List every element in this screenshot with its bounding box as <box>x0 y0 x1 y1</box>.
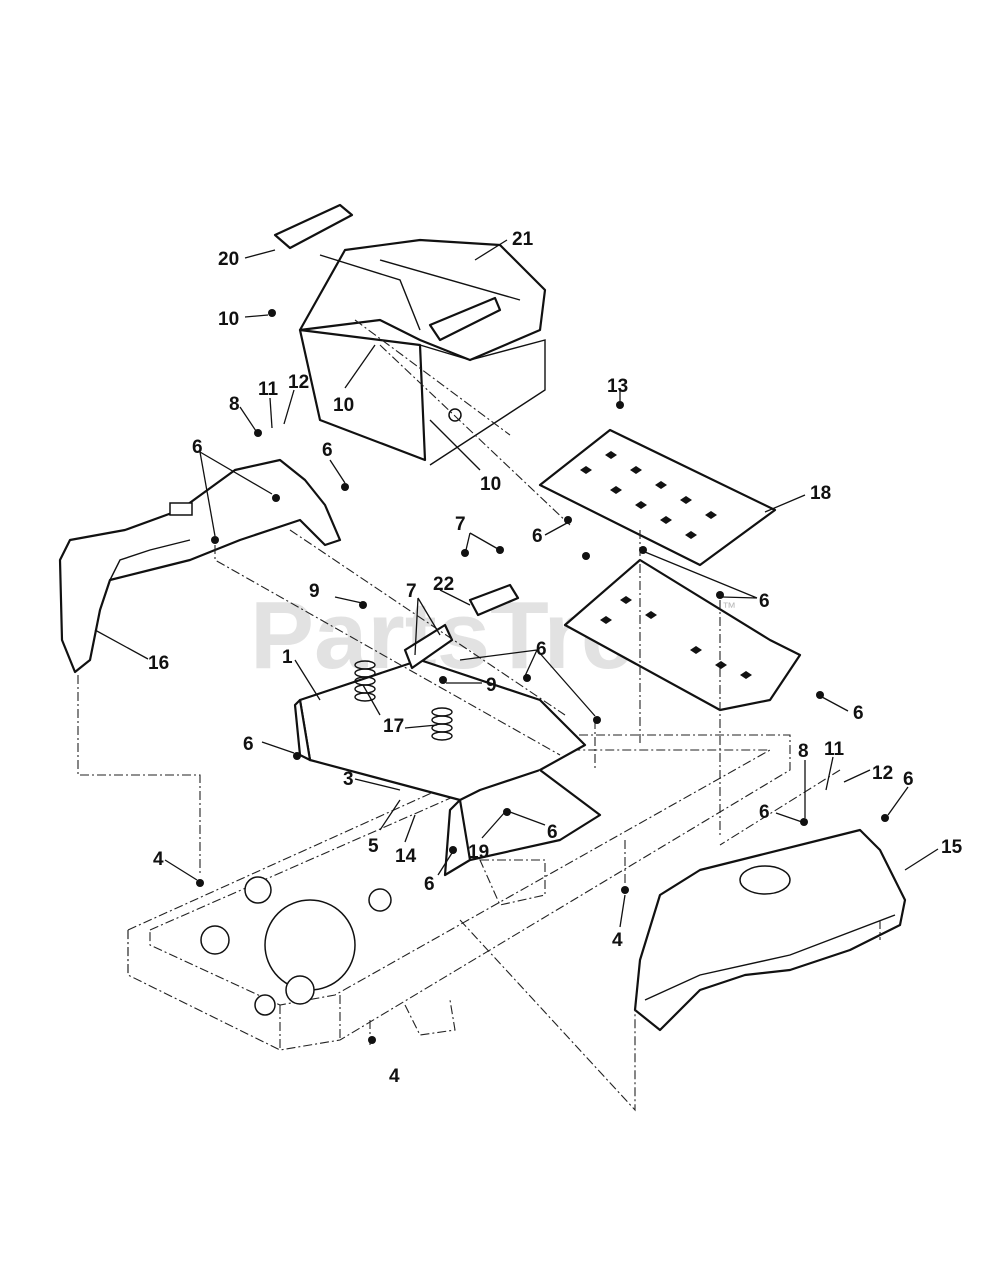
callout-6-h: 6 <box>903 769 914 790</box>
callout-6-i: 6 <box>759 802 770 823</box>
frame <box>127 734 791 1051</box>
callout-21: 21 <box>512 229 534 250</box>
callout-8-b: 8 <box>798 741 809 762</box>
callout-10-a: 10 <box>218 309 239 330</box>
callout-9-b: 9 <box>486 675 497 696</box>
callout-11-b: 11 <box>824 739 845 760</box>
callout-7-b: 7 <box>406 581 417 602</box>
callout-4-b: 4 <box>612 930 623 951</box>
seat-pan <box>293 658 602 877</box>
springs <box>354 660 453 741</box>
callout-6-g: 6 <box>853 703 864 724</box>
callout-6-a: 6 <box>192 437 203 458</box>
callout-12-a: 12 <box>288 372 309 393</box>
callout-22: 22 <box>433 574 454 595</box>
right-console <box>633 828 907 1032</box>
callout-10-b: 10 <box>333 395 354 416</box>
callout-8-a: 8 <box>229 394 240 415</box>
leader-lines <box>94 239 939 928</box>
callout-6-k: 6 <box>424 874 435 895</box>
callout-7-a: 7 <box>455 514 466 535</box>
callout-12-b: 12 <box>872 763 893 784</box>
callout-1: 1 <box>282 647 293 668</box>
callout-6-d: 6 <box>759 591 770 612</box>
callout-14: 14 <box>395 846 417 867</box>
callout-4-c: 4 <box>389 1066 400 1087</box>
seat <box>273 203 547 466</box>
callout-6-f: 6 <box>243 734 254 755</box>
callout-3: 3 <box>343 769 354 790</box>
callouts: 20 21 10 10 10 13 18 8 11 12 6 6 6 6 7 7… <box>148 229 963 1087</box>
callout-13: 13 <box>607 376 628 397</box>
callout-6-e: 6 <box>536 639 547 660</box>
callout-4-a: 4 <box>153 849 164 870</box>
assembly-lines <box>77 319 881 1112</box>
callout-5: 5 <box>368 836 379 857</box>
callout-18: 18 <box>810 483 831 504</box>
callout-17: 17 <box>383 716 404 737</box>
callout-15: 15 <box>941 837 963 858</box>
watermark-trademark: ™ <box>722 599 736 615</box>
bracket <box>403 583 520 670</box>
callout-20: 20 <box>218 249 239 270</box>
callout-6-b: 6 <box>322 440 333 461</box>
callout-19: 19 <box>468 842 489 863</box>
left-console <box>58 458 342 674</box>
callout-6-c: 6 <box>532 526 543 547</box>
callout-16: 16 <box>148 653 169 674</box>
callout-6-j: 6 <box>547 822 558 843</box>
callout-10-c: 10 <box>480 474 501 495</box>
callout-11-a: 11 <box>258 379 279 400</box>
callout-9-a: 9 <box>309 581 320 602</box>
